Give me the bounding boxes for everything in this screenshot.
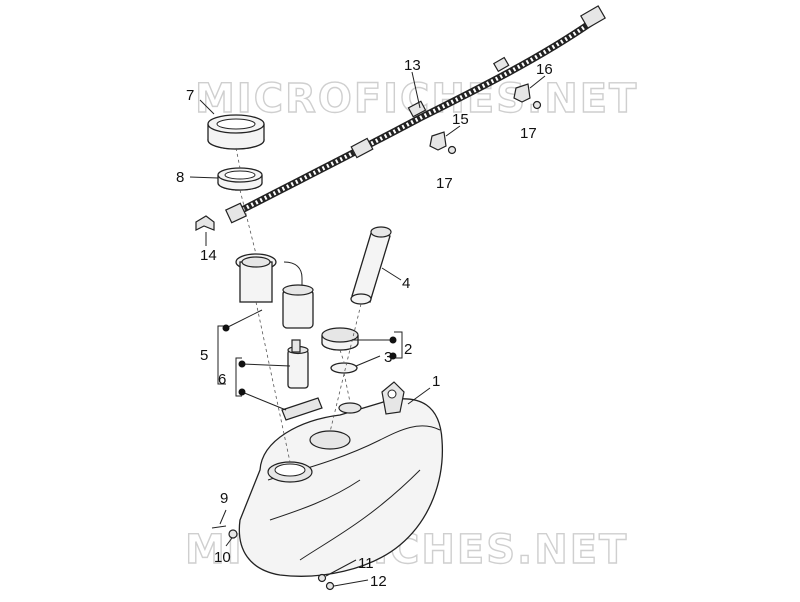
callout-8: 8 — [176, 169, 184, 186]
hose-clip — [195, 215, 215, 231]
ring-nut — [207, 114, 265, 150]
callout-3: 3 — [384, 349, 392, 366]
callout-11: 11 — [358, 555, 374, 572]
fuel-pump-assembly — [235, 253, 314, 329]
cap-gasket — [330, 362, 358, 374]
callout-13: 13 — [404, 57, 421, 74]
fuel-level-sensor — [350, 226, 392, 305]
clamp-16 — [513, 83, 531, 103]
filler-cap — [321, 327, 359, 351]
screw-17-b — [532, 100, 542, 110]
gasket-ring — [217, 167, 263, 191]
leader-lines — [189, 71, 546, 587]
callout-12: 12 — [370, 573, 387, 590]
callout-15: 15 — [452, 111, 469, 128]
fuel-tank — [238, 381, 444, 577]
callout-4: 4 — [402, 275, 410, 292]
callout-10: 10 — [214, 549, 231, 566]
pump-filter — [281, 397, 323, 421]
callout-2: 2 — [404, 341, 412, 358]
fuel-hose-harness — [224, 5, 606, 224]
callout-17-b: 17 — [520, 125, 537, 142]
callout-1: 1 — [432, 373, 440, 390]
screw-9 — [211, 525, 227, 529]
callout-7: 7 — [186, 87, 194, 104]
clamp-15 — [429, 131, 447, 151]
callout-5: 5 — [200, 347, 208, 364]
washer-10 — [228, 529, 238, 539]
callout-17-a: 17 — [436, 175, 453, 192]
screw-17-a — [447, 145, 457, 155]
callout-16: 16 — [536, 61, 553, 78]
assembly-guide-lines — [235, 147, 362, 463]
callout-9: 9 — [220, 490, 228, 507]
callout-14: 14 — [200, 247, 217, 264]
nut-12 — [325, 581, 335, 591]
nut-11 — [317, 573, 327, 583]
callout-6: 6 — [218, 371, 226, 388]
fuel-pump — [287, 339, 309, 389]
